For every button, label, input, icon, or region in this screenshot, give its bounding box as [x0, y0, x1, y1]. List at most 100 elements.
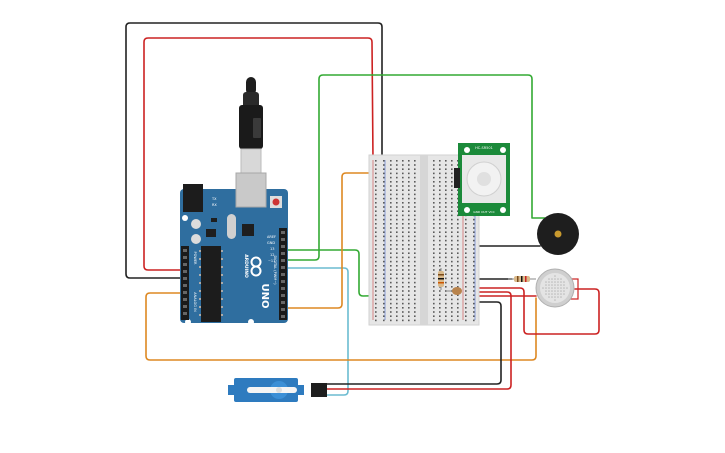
- pir-sensor-icon[interactable]: HC-SR501 GND OUT VCC: [454, 143, 510, 216]
- breadboard-hole: [451, 193, 453, 196]
- breadboard-hole: [408, 277, 410, 280]
- breadboard-hole: [390, 210, 392, 212]
- wire-red-gas[interactable]: [469, 287, 600, 335]
- breadboard-hole: [396, 189, 398, 191]
- breadboard-hole: [451, 269, 453, 271]
- breadboard-hole: [396, 197, 398, 200]
- breadboard-hole: [439, 269, 441, 271]
- breadboard-hole: [402, 277, 404, 280]
- gas-mesh-dot: [557, 287, 559, 289]
- photoresistor-icon[interactable]: [446, 287, 462, 295]
- breadboard-hole: [402, 302, 404, 305]
- gas-mesh-dot: [557, 290, 559, 292]
- breadboard-hole: [457, 189, 459, 191]
- wire-orange-right[interactable]: [287, 172, 451, 309]
- arduino-uno-icon[interactable]: UNO ARDUINO DIGITAL (PWM~) ANALOG IN POW…: [180, 172, 288, 325]
- arduino-logo-icon: [250, 256, 262, 277]
- resistor-icon[interactable]: [438, 268, 444, 290]
- breadboard-hole: [445, 185, 447, 187]
- breadboard-hole: [396, 214, 398, 217]
- wire-black-gnd-top[interactable]: [125, 22, 383, 279]
- breadboard-hole: [439, 265, 441, 267]
- breadboard-hole: [390, 239, 392, 242]
- gas-mesh-dot: [557, 278, 559, 280]
- breadboard-hole: [390, 231, 392, 233]
- breadboard-hole: [414, 252, 416, 254]
- breadboard-hole: [383, 244, 385, 246]
- breadboard-hole: [375, 218, 377, 221]
- breadboard-hole: [408, 189, 410, 191]
- breadboard-hole: [375, 294, 377, 296]
- breadboard-hole: [457, 164, 459, 166]
- breadboard-hole: [414, 189, 416, 191]
- breadboard-hole: [457, 273, 459, 275]
- breadboard-hole: [445, 239, 447, 242]
- board-label-digital: DIGITAL (PWM~): [273, 255, 277, 285]
- wire-red-5v-top[interactable]: [143, 37, 374, 271]
- wire-cyan-servo[interactable]: [287, 267, 349, 396]
- gas-mesh-dot: [554, 281, 556, 283]
- piezo-buzzer-icon[interactable]: [537, 213, 579, 255]
- breadboard-hole: [457, 244, 459, 246]
- breadboard-hole: [465, 223, 467, 225]
- breadboard-hole: [439, 214, 441, 217]
- breadboard-hole: [473, 277, 475, 280]
- breadboard-hole: [433, 172, 435, 175]
- wire-green-pir[interactable]: [287, 74, 546, 261]
- breadboard-hole: [402, 248, 404, 250]
- breadboard-hole: [439, 189, 441, 191]
- breadboard-hole: [433, 319, 435, 322]
- breadboard-hole: [396, 307, 398, 309]
- wire-black-servo[interactable]: [324, 301, 502, 385]
- breadboard-hole: [433, 269, 435, 271]
- wire-green-bb[interactable]: [287, 249, 456, 297]
- breadboard-hole: [402, 223, 404, 225]
- breadboard-hole: [375, 176, 377, 179]
- usb-cable-icon[interactable]: [239, 77, 263, 174]
- breadboard-hole: [414, 218, 416, 221]
- gas-mesh-dot: [551, 293, 553, 295]
- gas-mesh-dot: [560, 287, 562, 289]
- breadboard-hole: [402, 231, 404, 233]
- breadboard-hole: [396, 281, 398, 284]
- wire-red-servo[interactable]: [324, 291, 512, 390]
- breadboard-hole: [457, 160, 459, 162]
- breadboard-hole: [439, 231, 441, 233]
- breadboard-hole: [402, 239, 404, 242]
- breadboard-hole: [457, 307, 459, 309]
- breadboard-hole: [408, 248, 410, 250]
- board-label-11: ~11: [268, 259, 275, 263]
- gas-mesh-dot: [566, 287, 568, 289]
- breadboard-hole: [445, 269, 447, 271]
- breadboard-hole: [414, 281, 416, 284]
- breadboard-hole: [396, 235, 398, 238]
- breadboard-hole: [408, 273, 410, 275]
- breadboard-hole: [433, 307, 435, 309]
- resistor-gas-icon[interactable]: [508, 276, 536, 282]
- breadboard-hole: [465, 252, 467, 254]
- breadboard-hole: [465, 269, 467, 271]
- gas-mesh-dot: [545, 293, 547, 295]
- breadboard-hole: [473, 311, 475, 313]
- wire-orange-bottom[interactable]: [145, 292, 537, 361]
- breadboard-hole: [396, 181, 398, 183]
- breadboard-hole: [433, 197, 435, 200]
- gas-sensor-icon[interactable]: [535, 268, 579, 308]
- breadboard-hole: [408, 168, 410, 170]
- gas-mesh-dot: [551, 287, 553, 289]
- breadboard-hole: [408, 298, 410, 301]
- breadboard-hole: [402, 172, 404, 175]
- breadboard-hole: [451, 197, 453, 200]
- breadboard-hole: [439, 197, 441, 200]
- breadboard-hole: [402, 214, 404, 217]
- breadboard-hole: [451, 235, 453, 238]
- breadboard-hole: [451, 185, 453, 187]
- breadboard-hole: [408, 223, 410, 225]
- breadboard-hole: [390, 164, 392, 166]
- breadboard-hole: [451, 252, 453, 254]
- servo-motor-icon[interactable]: [228, 378, 327, 402]
- breadboard-hole: [383, 273, 385, 275]
- breadboard-hole: [390, 168, 392, 170]
- breadboard-hole: [465, 248, 467, 250]
- breadboard-hole: [390, 206, 392, 208]
